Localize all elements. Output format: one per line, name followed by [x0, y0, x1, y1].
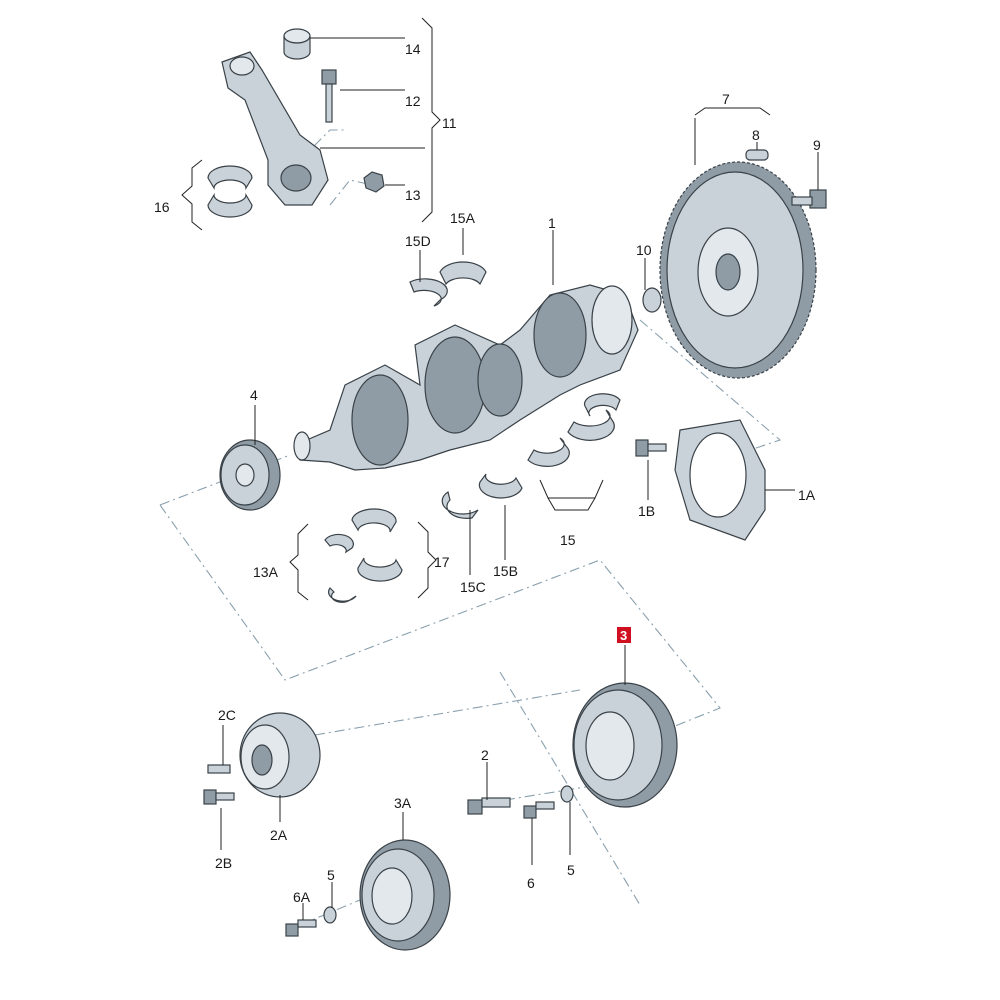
intermediate-plate	[674, 419, 766, 541]
small-bolt	[285, 919, 317, 937]
label-2: 2	[481, 747, 489, 763]
label-14: 14	[405, 41, 421, 57]
label-15: 15	[560, 532, 576, 548]
hub	[239, 712, 321, 798]
bracket-lines	[181, 17, 771, 601]
hub-bolts	[203, 764, 235, 805]
connecting-rod	[221, 51, 329, 206]
label-10: 10	[636, 242, 652, 258]
flywheel	[659, 161, 817, 379]
label-15A: 15A	[450, 210, 476, 226]
rod-bearing-shells	[207, 165, 253, 218]
label-3A: 3A	[394, 795, 412, 811]
label-16: 16	[154, 199, 170, 215]
label-3: 3	[620, 628, 627, 643]
pilot-bearing	[642, 287, 662, 313]
damper-bolt	[523, 801, 555, 819]
label-4: 4	[250, 387, 258, 403]
label-2A: 2A	[270, 827, 288, 843]
label-5-right: 5	[567, 862, 575, 878]
label-1: 1	[548, 215, 556, 231]
dowel-pin	[745, 149, 769, 161]
label-6A: 6A	[293, 889, 311, 905]
label-13A: 13A	[253, 564, 279, 580]
vibration-damper	[359, 839, 451, 951]
thrust-washers-left	[324, 508, 403, 603]
crankshaft	[293, 284, 639, 471]
flywheel-bolt	[791, 189, 827, 209]
rod-bolt	[321, 69, 337, 123]
rod-nut	[363, 171, 385, 193]
plate-bolt	[635, 439, 667, 457]
label-15B: 15B	[493, 563, 518, 579]
crank-sprocket	[219, 439, 281, 511]
washer-left	[323, 906, 337, 924]
label-6: 6	[527, 875, 535, 891]
label-7: 7	[722, 91, 730, 107]
label-11: 11	[442, 115, 457, 131]
main-bearing-shells	[409, 261, 621, 519]
label-5-left: 5	[327, 867, 335, 883]
label-1A: 1A	[798, 487, 816, 503]
rod-bushing	[283, 28, 311, 60]
highlight-box	[617, 627, 631, 643]
label-13: 13	[405, 187, 421, 203]
label-1B: 1B	[638, 503, 655, 519]
label-8: 8	[752, 127, 760, 143]
leader-lines	[220, 37, 819, 920]
crank-pulley	[572, 682, 678, 808]
label-17: 17	[434, 554, 450, 570]
label-15D: 15D	[405, 233, 431, 249]
pulley-bolt	[467, 797, 511, 815]
washer-right	[560, 785, 574, 803]
label-15C: 15C	[460, 579, 486, 595]
label-2B: 2B	[215, 855, 232, 871]
label-12: 12	[405, 93, 421, 109]
label-9: 9	[813, 137, 821, 153]
label-2C: 2C	[218, 707, 236, 723]
